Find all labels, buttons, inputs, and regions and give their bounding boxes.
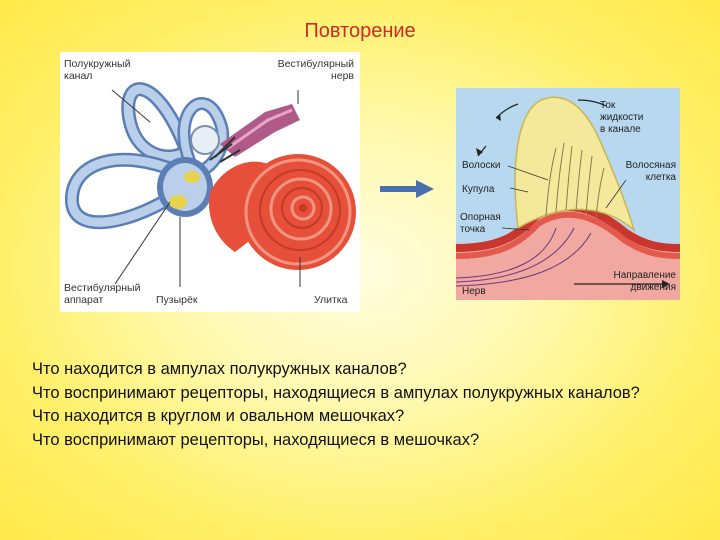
- leader-lines: [111, 89, 301, 287]
- label-support-point: Опорная точка: [460, 212, 501, 235]
- cochlea: [209, 154, 356, 270]
- label-vesicle: Пузырёк: [156, 294, 198, 306]
- vestibule: [157, 157, 213, 217]
- inner-ear-illustration: [60, 52, 360, 312]
- question-list: Что находится в ампулах полукружных кана…: [32, 358, 702, 452]
- ampulla-leader-lines: [501, 165, 627, 231]
- ampulla-highlight: [190, 125, 220, 155]
- label-movement-direction: Направление движения: [613, 270, 676, 293]
- semicircular-canals: [65, 82, 230, 230]
- ampulla-diagram: Ток жидкости в канале Волоски Купула Вол…: [455, 88, 681, 300]
- hair-bundle: [545, 142, 605, 219]
- slide-title: Повторение: [304, 20, 416, 42]
- label-semicircular-canal: Полукружный канал: [64, 58, 131, 82]
- label-cochlea: Улитка: [314, 294, 348, 306]
- arrow-right-icon: [380, 180, 434, 198]
- question-2: Что воспринимают рецепторы, находящиеся …: [32, 383, 640, 402]
- vestibular-nerve: [209, 104, 300, 163]
- label-hairs: Волоски: [462, 160, 501, 171]
- nerve-fibers: [455, 227, 592, 287]
- question-4: Что воспринимают рецепторы, находящиеся …: [32, 430, 480, 449]
- label-nerve: Нерв: [462, 286, 486, 297]
- label-fluid-flow: Ток жидкости в канале: [600, 100, 644, 135]
- label-vestibular-nerve: Вестибулярный нерв: [277, 58, 354, 82]
- question-1: Что находится в ампулах полукружных кана…: [32, 360, 407, 378]
- inner-ear-diagram: Полукружный канал Вестибулярный нерв Вес…: [60, 52, 360, 312]
- label-cupula: Купула: [462, 184, 495, 195]
- cupula-shape: [514, 96, 636, 233]
- question-3: Что находится в круглом и овальном мешоч…: [32, 407, 405, 425]
- label-vestibular-apparatus: Вестибулярный аппарат: [64, 282, 141, 306]
- label-hair-cell: Волосяная клетка: [625, 160, 676, 183]
- ampulla-illustration: [455, 88, 681, 300]
